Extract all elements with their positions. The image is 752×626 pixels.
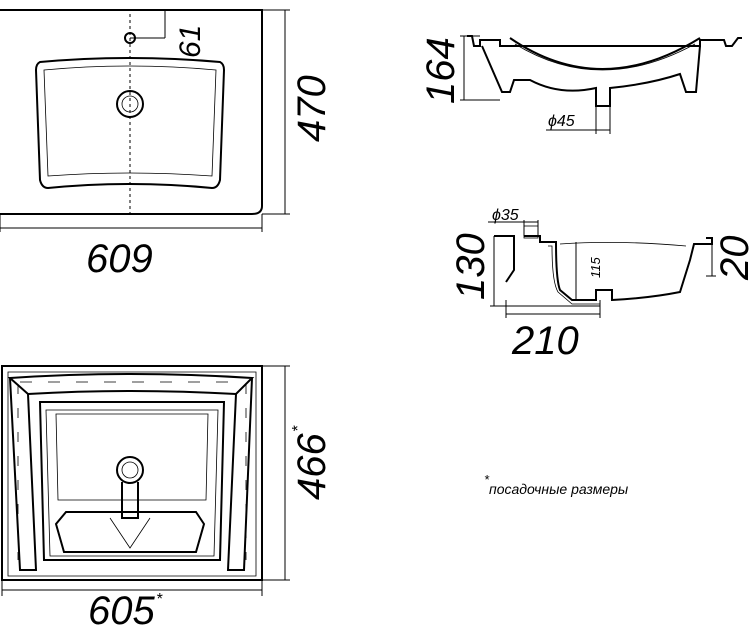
- basin-inner: [43, 65, 217, 177]
- bottom-depth-mark: *: [290, 425, 307, 432]
- drain-label: ϕ45: [548, 113, 575, 130]
- inner-depth-label: 115: [588, 257, 603, 278]
- tap-offset-label: 61: [174, 25, 207, 58]
- bottom-top-flange: [7, 373, 255, 396]
- depth-label: 470: [290, 75, 334, 142]
- bottom-drain-inner: [121, 461, 139, 479]
- bottom-left-flange: [9, 377, 38, 571]
- footnote-mark: *: [484, 472, 490, 487]
- width-label: 609: [86, 237, 153, 281]
- basin-rim: [34, 57, 226, 190]
- side-height-label: 164: [419, 37, 463, 104]
- bottom-bowl-inner: [45, 409, 219, 557]
- overflow-label: ϕ35: [492, 207, 519, 224]
- bottom-depth-label: 466: [290, 433, 334, 500]
- bottom-rim-inner: [7, 371, 257, 577]
- section-top-line: [559, 242, 687, 247]
- bottom-drain-pipe: [121, 482, 139, 519]
- bottom-width-mark: *: [156, 591, 163, 608]
- bottom-overflow-channel: [54, 511, 206, 553]
- footnote: * посадочные размеры: [484, 472, 629, 497]
- section-height-label: 130: [449, 233, 493, 300]
- section-bowl-inner: [548, 245, 600, 305]
- side-view: 164 ϕ45: [419, 35, 742, 134]
- bottom-bowl-outer: [38, 401, 226, 561]
- bottom-drain-outer: [116, 456, 144, 484]
- section-bowl: [524, 235, 713, 302]
- bowl-width-label: 210: [511, 319, 579, 363]
- bottom-view: 466 * 605 *: [1, 365, 334, 626]
- bottom-width-label: 605: [88, 589, 155, 626]
- footnote-text: посадочные размеры: [489, 481, 629, 497]
- side-bowl-inner: [514, 43, 696, 71]
- side-rim: [467, 35, 742, 47]
- top-view-outline: [0, 9, 263, 215]
- section-view: ϕ35 130 115 20 210: [449, 207, 752, 363]
- rim-label: 20: [713, 236, 752, 282]
- bottom-overflow-rib: [109, 517, 151, 549]
- section-back-wall: [494, 235, 515, 283]
- side-bowl-top: [509, 37, 701, 70]
- bottom-right-flange: [226, 377, 253, 571]
- bottom-bowl-floor: [55, 413, 209, 501]
- top-view: 61 470 609: [0, 9, 334, 281]
